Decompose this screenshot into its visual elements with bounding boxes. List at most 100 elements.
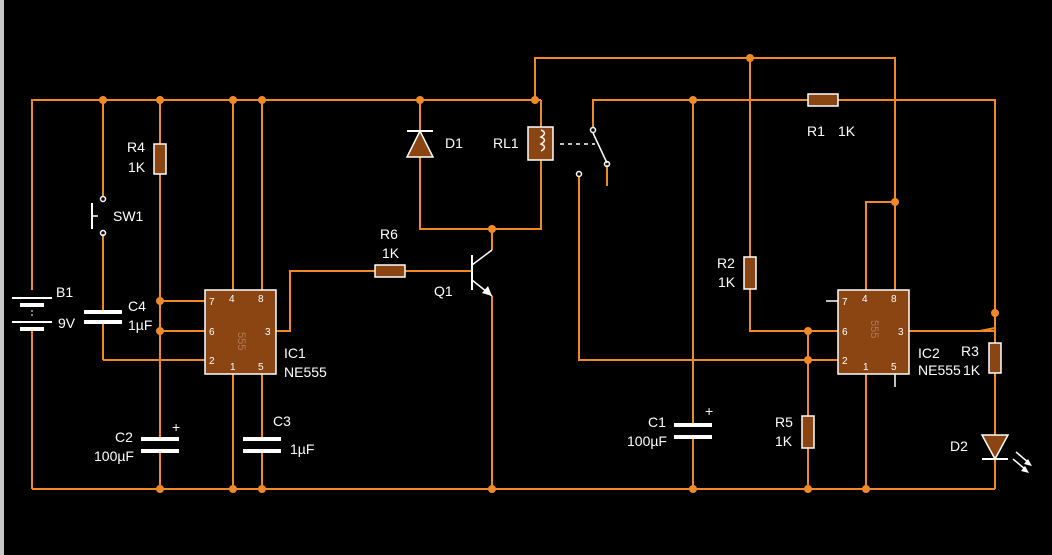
capacitor-c2: + C2 100µF — [94, 419, 180, 464]
ic2-pin3: 3 — [898, 327, 904, 338]
led-d2: D2 — [950, 434, 1032, 473]
r2-ref: R2 — [717, 255, 735, 271]
r1-ref: R1 — [807, 123, 825, 139]
r6-value: 1K — [382, 245, 400, 261]
resistor-r2: R2 1K — [717, 255, 757, 290]
q1-ref: Q1 — [434, 283, 453, 299]
ic2-brand: 555 — [868, 320, 880, 338]
pushbutton-sw1: SW1 — [91, 195, 144, 237]
c2-value: 100µF — [94, 448, 134, 464]
ic2-pin2: 2 — [842, 356, 848, 367]
r1-value: 1K — [838, 123, 856, 139]
wire-r2-bottom — [749, 289, 838, 332]
junction-dot — [531, 96, 539, 104]
resistor-r3: R3 1K — [961, 342, 1002, 378]
wire-ic2-pin4-loop — [865, 201, 895, 290]
c3-value: 1µF — [290, 441, 314, 457]
r6-ref: R6 — [380, 226, 398, 242]
c1-value: 100µF — [627, 433, 667, 449]
junction-dot — [804, 356, 812, 364]
ic2-pin7: 7 — [842, 297, 848, 308]
resistor-r1: R1 1K — [807, 93, 856, 139]
ic2-ne555: 555 7 6 2 4 8 3 1 5 IC2 NE555 — [826, 289, 961, 387]
junction-dot — [156, 485, 164, 493]
capacitor-c1: + C1 100µF — [627, 403, 713, 449]
ic2-pin1: 1 — [863, 362, 869, 373]
ic1-pin5: 5 — [258, 362, 264, 373]
r2-value: 1K — [718, 274, 736, 290]
transistor-q1: Q1 — [434, 249, 493, 299]
junction-dot — [488, 485, 496, 493]
r4-ref: R4 — [127, 139, 145, 155]
junction-dot — [488, 225, 496, 233]
window-left-border — [0, 0, 4, 555]
diode-d1: D1 — [405, 129, 463, 158]
junction-dot — [156, 327, 164, 335]
b1-ref: B1 — [56, 284, 73, 300]
junction-dot — [99, 96, 107, 104]
ic2-pin6: 6 — [842, 327, 848, 338]
capacitor-c4: C4 1µF — [84, 298, 152, 333]
ic1-pin6: 6 — [209, 327, 215, 338]
junction-dot — [804, 327, 812, 335]
junction-dot — [258, 485, 266, 493]
r5-ref: R5 — [775, 414, 793, 430]
junction-dot — [156, 297, 164, 305]
ic1-pin3: 3 — [265, 327, 271, 338]
wire-ic1-output — [262, 270, 375, 332]
ic1-pin7: 7 — [209, 297, 215, 308]
ic2-pin5: 5 — [891, 362, 897, 373]
junction-dot — [156, 96, 164, 104]
r3-ref: R3 — [961, 343, 979, 359]
c1-ref: C1 — [648, 414, 666, 430]
c2-ref: C2 — [115, 429, 133, 445]
ic2-part: NE555 — [918, 362, 961, 378]
battery-b1: B1 9V — [12, 275, 76, 335]
ic2-ref: IC2 — [918, 345, 940, 361]
junction-dot — [991, 309, 999, 317]
d1-ref: D1 — [445, 135, 463, 151]
r3-value: 1K — [963, 362, 981, 378]
junction-dot — [804, 485, 812, 493]
ic2-pin4: 4 — [862, 294, 868, 305]
resistor-r4: R4 1K — [127, 139, 167, 175]
ic1-part: NE555 — [284, 364, 327, 380]
resistor-r6: R6 1K — [374, 226, 406, 278]
wire-relay-top — [534, 57, 896, 202]
ic2-pin8: 8 — [891, 294, 897, 305]
c2-plus: + — [172, 419, 180, 435]
wire-relay-common — [592, 99, 808, 127]
wire-relay-nc — [578, 176, 808, 361]
c4-value: 1µF — [128, 317, 152, 333]
d2-ref: D2 — [950, 438, 968, 454]
c1-plus: + — [705, 403, 713, 419]
wire-d1-bottom — [419, 157, 542, 230]
wire-top-rail-left — [31, 99, 535, 275]
r5-value: 1K — [775, 433, 793, 449]
junction-dot — [416, 96, 424, 104]
junction-dot — [891, 198, 899, 206]
junction-dot — [746, 54, 754, 62]
ic1-ne555: 555 7 6 2 4 8 3 1 5 IC1 NE555 — [204, 289, 327, 380]
resistor-r5: R5 1K — [775, 414, 815, 449]
rl1-ref: RL1 — [493, 135, 519, 151]
sw1-ref: SW1 — [113, 208, 144, 224]
relay-rl1: RL1 — [493, 126, 611, 178]
junction-dot — [689, 485, 697, 493]
junction-dot — [862, 485, 870, 493]
junction-dot — [258, 96, 266, 104]
ic1-pin1: 1 — [230, 362, 236, 373]
capacitor-c3: C3 1µF — [243, 413, 314, 457]
junctions — [99, 54, 999, 493]
wire-r1-right — [838, 99, 996, 313]
ic1-pin8: 8 — [258, 294, 264, 305]
ic1-pin4: 4 — [229, 294, 235, 305]
b1-value: 9V — [58, 315, 76, 331]
wire-ic2-output-bend — [909, 327, 996, 332]
junction-dot — [229, 96, 237, 104]
ic1-ref: IC1 — [284, 345, 306, 361]
wires — [31, 57, 996, 490]
c3-ref: C3 — [273, 413, 291, 429]
